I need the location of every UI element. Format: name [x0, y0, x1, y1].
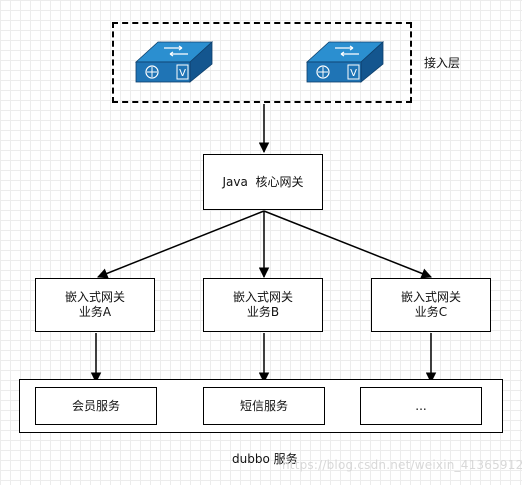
router-icon: V — [305, 41, 385, 83]
gateway-type-label: 嵌入式网关 — [64, 290, 125, 304]
router-icon: V — [134, 41, 214, 83]
access-layer-label: 接入层 — [424, 56, 461, 70]
service-label: 会员服务 — [71, 398, 120, 413]
gateway-type-label: 嵌入式网关 — [400, 290, 461, 304]
device-badge: V — [350, 68, 357, 79]
business-gateway-a: 嵌入式网关 业务A — [35, 278, 155, 332]
gateway-type-label: 嵌入式网关 — [232, 290, 293, 304]
access-layer-frame — [112, 22, 412, 103]
business-name-label: 业务C — [414, 305, 448, 319]
business-name-label: 业务A — [78, 305, 112, 319]
core-gateway-box: Java 核心网关 — [203, 154, 323, 210]
business-gateway-c: 嵌入式网关 业务C — [371, 278, 491, 332]
service-more: ... — [360, 387, 482, 425]
business-name-label: 业务B — [246, 305, 280, 319]
service-sms: 短信服务 — [203, 387, 325, 425]
business-gateway-b: 嵌入式网关 业务B — [203, 278, 323, 332]
service-label: ... — [415, 398, 427, 413]
arrow-core-to-bizC — [263, 210, 432, 279]
service-member: 会员服务 — [35, 387, 157, 425]
device-badge: V — [179, 68, 186, 79]
service-label: 短信服务 — [239, 398, 288, 413]
core-gateway-label: Java 核心网关 — [222, 174, 304, 189]
watermark-text: https://blog.csdn.net/weixin_41365912 — [282, 458, 522, 472]
arrow-core-to-bizA — [97, 210, 265, 279]
services-label: dubbo 服务 — [232, 452, 298, 466]
